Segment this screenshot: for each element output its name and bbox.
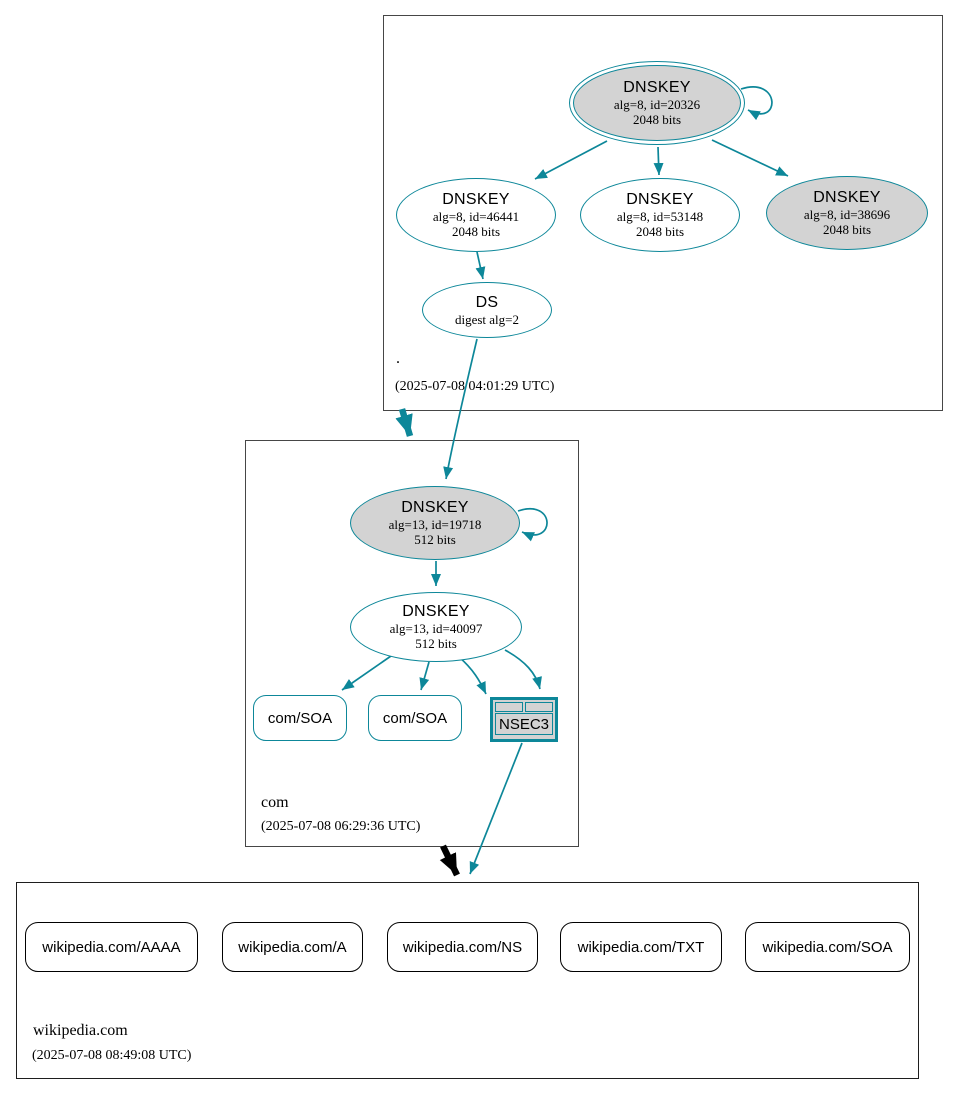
edge-com-to-wikipedia-delegation (439, 844, 460, 877)
wikipedia-a-rrset: wikipedia.com/A (222, 922, 363, 972)
wikipedia-soa-rrset: wikipedia.com/SOA (745, 922, 910, 972)
wikipedia-soa-label: wikipedia.com/SOA (762, 938, 893, 956)
wikipedia-zone-timestamp: (2025-07-08 08:49:08 UTC) (32, 1048, 192, 1063)
com-ksk-detail2: 512 bits (414, 532, 456, 547)
nsec3-cell-right (525, 702, 553, 712)
edge-root-to-com-delegation (395, 408, 414, 437)
root-dnskey-53148-detail1: alg=8, id=53148 (616, 209, 704, 224)
wikipedia-txt-label: wikipedia.com/TXT (577, 938, 705, 956)
root-dnskey-53148-title: DNSKEY (626, 191, 694, 208)
root-dnskey-46441-title: DNSKEY (442, 191, 510, 208)
root-ds-detail1: digest alg=2 (454, 311, 520, 327)
root-ds-node: DS digest alg=2 (422, 282, 552, 338)
wikipedia-ns-rrset: wikipedia.com/NS (387, 922, 538, 972)
wikipedia-txt-rrset: wikipedia.com/TXT (560, 922, 722, 972)
nsec3-cell-left (495, 702, 523, 712)
com-soa-rrset-2-label: com/SOA (382, 709, 448, 727)
root-dnskey-46441-node: DNSKEY alg=8, id=46441 2048 bits (396, 178, 556, 252)
com-soa-rrset-1-label: com/SOA (267, 709, 333, 727)
wikipedia-ns-label: wikipedia.com/NS (402, 938, 523, 956)
com-nsec3-node: NSEC3 (490, 697, 558, 742)
root-dnskey-53148-detail2: 2048 bits (635, 224, 685, 239)
com-zone-timestamp: (2025-07-08 06:29:36 UTC) (261, 819, 421, 834)
com-zone-label: com (261, 794, 289, 811)
com-zsk-detail1: alg=13, id=40097 (389, 621, 483, 636)
root-ksk-detail2: 2048 bits (632, 112, 682, 127)
com-soa-rrset-1: com/SOA (253, 695, 347, 741)
com-ksk-detail1: alg=13, id=19718 (388, 517, 482, 532)
com-ksk-dnskey-node: DNSKEY alg=13, id=19718 512 bits (350, 486, 520, 560)
root-dnskey-46441-detail1: alg=8, id=46441 (432, 209, 520, 224)
wikipedia-zone-label: wikipedia.com (33, 1022, 128, 1039)
root-zone-timestamp: (2025-07-08 04:01:29 UTC) (395, 379, 555, 394)
com-zsk-dnskey-node: DNSKEY alg=13, id=40097 512 bits (350, 592, 522, 662)
root-dnskey-46441-detail2: 2048 bits (451, 224, 501, 239)
wikipedia-aaaa-rrset: wikipedia.com/AAAA (25, 922, 198, 972)
root-dnskey-38696-title: DNSKEY (813, 189, 881, 206)
nsec3-top-cells (495, 702, 553, 712)
root-ksk-title: DNSKEY (623, 79, 691, 96)
root-dnskey-38696-detail2: 2048 bits (822, 222, 872, 237)
com-zsk-title: DNSKEY (402, 603, 470, 620)
root-dnskey-38696-detail1: alg=8, id=38696 (803, 207, 891, 222)
root-ksk-dnskey-node: DNSKEY alg=8, id=20326 2048 bits (569, 61, 745, 145)
wikipedia-a-label: wikipedia.com/A (238, 938, 347, 956)
root-ksk-dnskey-node-inner: DNSKEY alg=8, id=20326 2048 bits (573, 65, 741, 141)
root-ds-title: DS (475, 293, 499, 311)
wikipedia-aaaa-label: wikipedia.com/AAAA (42, 938, 181, 956)
nsec3-label: NSEC3 (498, 715, 550, 733)
com-zsk-detail2: 512 bits (415, 636, 457, 651)
zone-box-wikipedia (16, 882, 919, 1079)
zone-box-com (245, 440, 579, 847)
nsec3-label-cell: NSEC3 (495, 713, 553, 735)
root-dnskey-53148-node: DNSKEY alg=8, id=53148 2048 bits (580, 178, 740, 252)
com-soa-rrset-2: com/SOA (368, 695, 462, 741)
root-zone-label: . (396, 350, 400, 367)
zone-box-root (383, 15, 943, 411)
root-ksk-detail1: alg=8, id=20326 (613, 97, 701, 112)
root-dnskey-38696-node: DNSKEY alg=8, id=38696 2048 bits (766, 176, 928, 250)
com-ksk-title: DNSKEY (401, 499, 469, 516)
